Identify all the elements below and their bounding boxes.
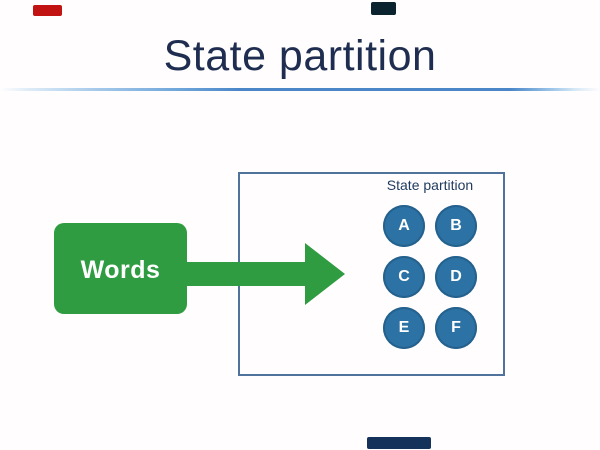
state-circle-d: D — [435, 256, 477, 298]
state-circle-b: B — [435, 205, 477, 247]
top-left-red-marker — [33, 5, 62, 16]
words-label: Words — [80, 256, 161, 284]
state-circles-grid: A B C D E F — [383, 205, 477, 349]
state-circle-e: E — [383, 307, 425, 349]
state-partition-label: State partition — [386, 177, 474, 193]
state-circle-c: C — [383, 256, 425, 298]
title-divider — [0, 88, 600, 91]
state-circle-a: A — [383, 205, 425, 247]
bottom-navy-marker — [367, 437, 431, 449]
state-partition-box: State partition A B C D E F — [238, 172, 505, 376]
slide-title: State partition — [163, 32, 437, 80]
state-circle-f: F — [435, 307, 477, 349]
top-dark-marker — [371, 2, 396, 15]
words-box: Words — [54, 223, 187, 314]
right-arrow-icon — [185, 243, 345, 305]
